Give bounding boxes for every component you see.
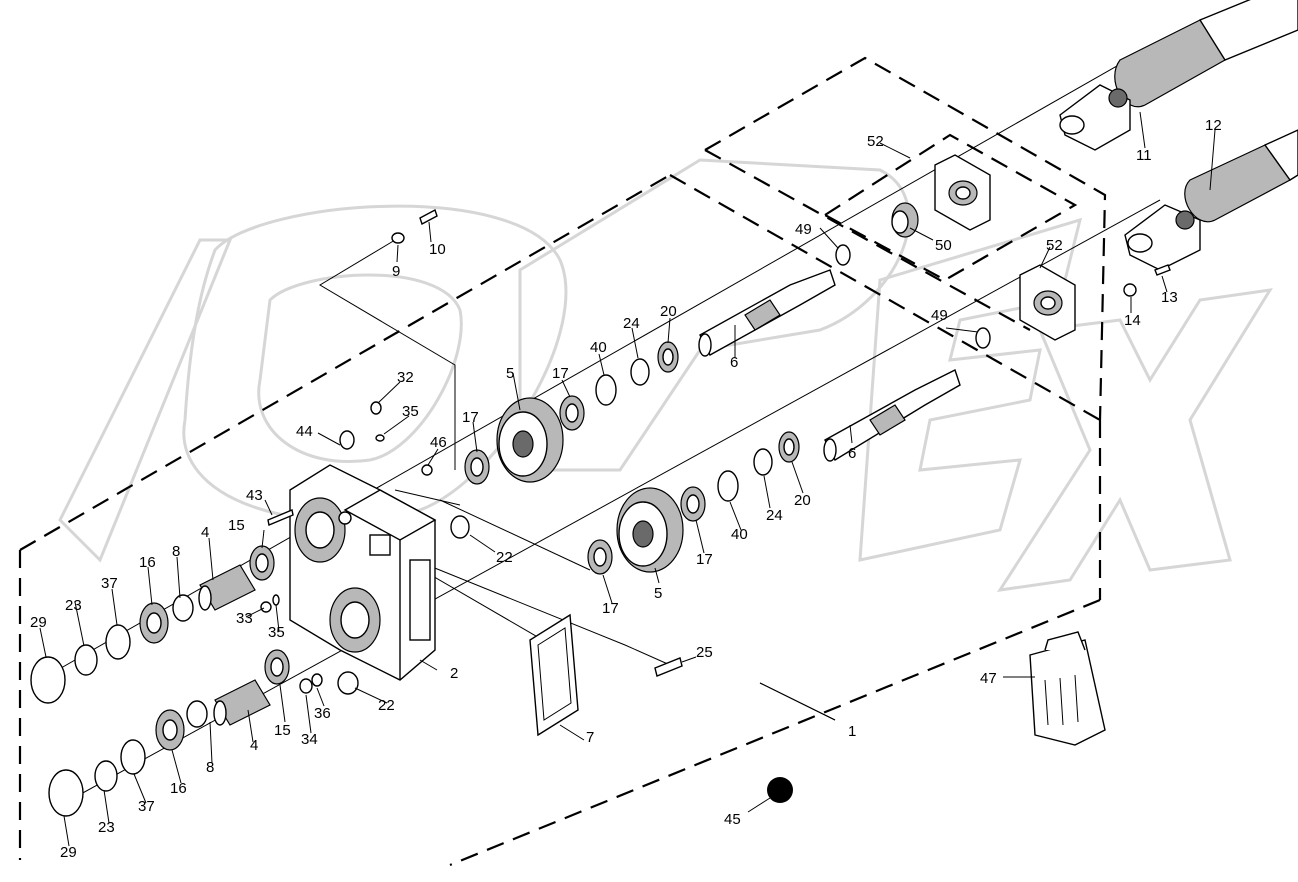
callout-36: 36 [314, 705, 331, 722]
callout-35: 35 [402, 403, 419, 420]
input-side-rings [30, 545, 290, 817]
callout-15: 15 [228, 517, 245, 534]
callout-17: 17 [462, 409, 479, 426]
callout-49: 49 [795, 221, 812, 238]
flange-52-lower [1019, 264, 1076, 341]
callout-32: 32 [397, 369, 414, 386]
callout-24: 24 [623, 315, 640, 332]
callout-17: 17 [602, 600, 619, 617]
callout-labels: 1 2 4 4 5 5 6 6 7 8 8 9 10 11 12 13 14 1… [30, 117, 1222, 861]
callout-14: 14 [1124, 312, 1141, 329]
callout-9: 9 [392, 263, 400, 280]
leader-lines [39, 111, 1216, 847]
gear-5-lower [616, 487, 684, 573]
callout-8: 8 [206, 759, 214, 776]
callout-22: 22 [496, 549, 513, 566]
callout-37: 37 [138, 798, 155, 815]
callout-44: 44 [296, 423, 313, 440]
callout-2: 2 [450, 665, 458, 682]
output-shaft-6-upper [698, 269, 836, 357]
snap-rings-24 [630, 358, 773, 476]
callout-34: 34 [301, 731, 318, 748]
callout-4: 4 [201, 524, 209, 541]
callout-17: 17 [696, 551, 713, 568]
gearbox-housing-2 [289, 464, 437, 681]
callout-33: 33 [236, 610, 253, 627]
input-shafts-4 [198, 564, 271, 726]
seals-20 [657, 341, 800, 463]
o-rings-49 [835, 244, 991, 349]
callout-15: 15 [274, 722, 291, 739]
callout-13: 13 [1161, 289, 1178, 306]
oil-canister-47 [1029, 631, 1106, 746]
callout-8: 8 [172, 543, 180, 560]
callout-29: 29 [30, 614, 47, 631]
marking-dot-45 [767, 777, 793, 803]
callout-37: 37 [101, 575, 118, 592]
drive-shaft-12 [1124, 129, 1298, 271]
callout-24: 24 [766, 507, 783, 524]
callout-17: 17 [552, 365, 569, 382]
callout-52: 52 [867, 133, 884, 150]
cover-plate-7 [529, 613, 579, 737]
callout-23: 23 [65, 597, 82, 614]
bearings-17 [464, 395, 706, 575]
callout-20: 20 [794, 492, 811, 509]
callout-46: 46 [430, 434, 447, 451]
callout-5: 5 [506, 365, 514, 382]
callout-40: 40 [731, 526, 748, 543]
callout-7: 7 [586, 729, 594, 746]
callout-6: 6 [848, 445, 856, 462]
spacers-40 [595, 374, 739, 502]
callout-43: 43 [246, 487, 263, 504]
callout-52: 52 [1046, 237, 1063, 254]
callout-4: 4 [250, 737, 258, 754]
callout-11: 11 [1136, 147, 1152, 164]
drive-shaft-11 [1059, 0, 1298, 151]
kit-outline-flange [822, 133, 1078, 282]
callout-22: 22 [378, 697, 395, 714]
callout-20: 20 [660, 303, 677, 320]
callout-35: 35 [268, 624, 285, 641]
callout-23: 23 [98, 819, 115, 836]
flange-52-upper [934, 154, 991, 231]
small-hardware [260, 208, 1171, 695]
callout-16: 16 [139, 554, 156, 571]
callout-45: 45 [724, 811, 741, 828]
callout-47: 47 [980, 670, 997, 687]
callout-6: 6 [730, 354, 738, 371]
callout-25: 25 [696, 644, 713, 661]
callout-12: 12 [1205, 117, 1222, 134]
kit-outline-main [18, 56, 1107, 867]
callout-40: 40 [590, 339, 607, 356]
callout-50: 50 [935, 237, 952, 254]
callout-5: 5 [654, 585, 662, 602]
callout-1: 1 [848, 723, 856, 740]
output-shaft-6-lower [823, 369, 961, 462]
gear-5-upper [496, 397, 564, 483]
callout-16: 16 [170, 780, 187, 797]
callout-10: 10 [429, 241, 446, 258]
assembly-axis-lines [39, 29, 1181, 801]
callout-29: 29 [60, 844, 77, 861]
seal-50 [891, 202, 919, 238]
callout-49: 49 [931, 307, 948, 324]
